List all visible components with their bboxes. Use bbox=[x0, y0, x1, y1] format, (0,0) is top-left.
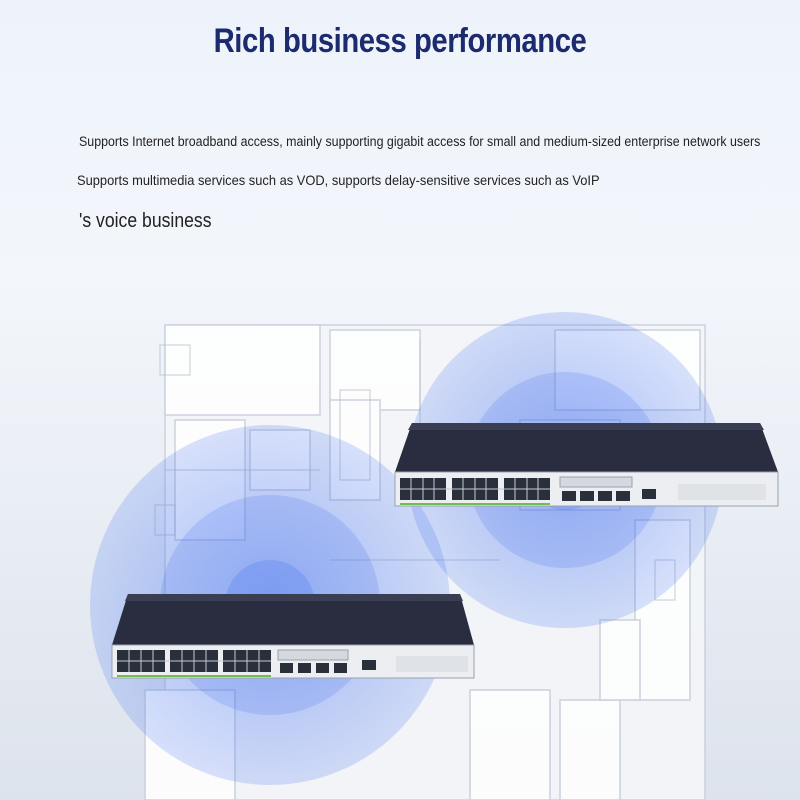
description-line-3: 's voice business bbox=[79, 210, 212, 232]
description-line-1: Supports Internet broadband access, main… bbox=[79, 134, 761, 149]
switch-left bbox=[111, 594, 475, 679]
page-title: Rich business performance bbox=[213, 22, 587, 60]
switch-right bbox=[394, 423, 779, 507]
description-line-2: Supports multimedia services such as VOD… bbox=[77, 172, 600, 188]
